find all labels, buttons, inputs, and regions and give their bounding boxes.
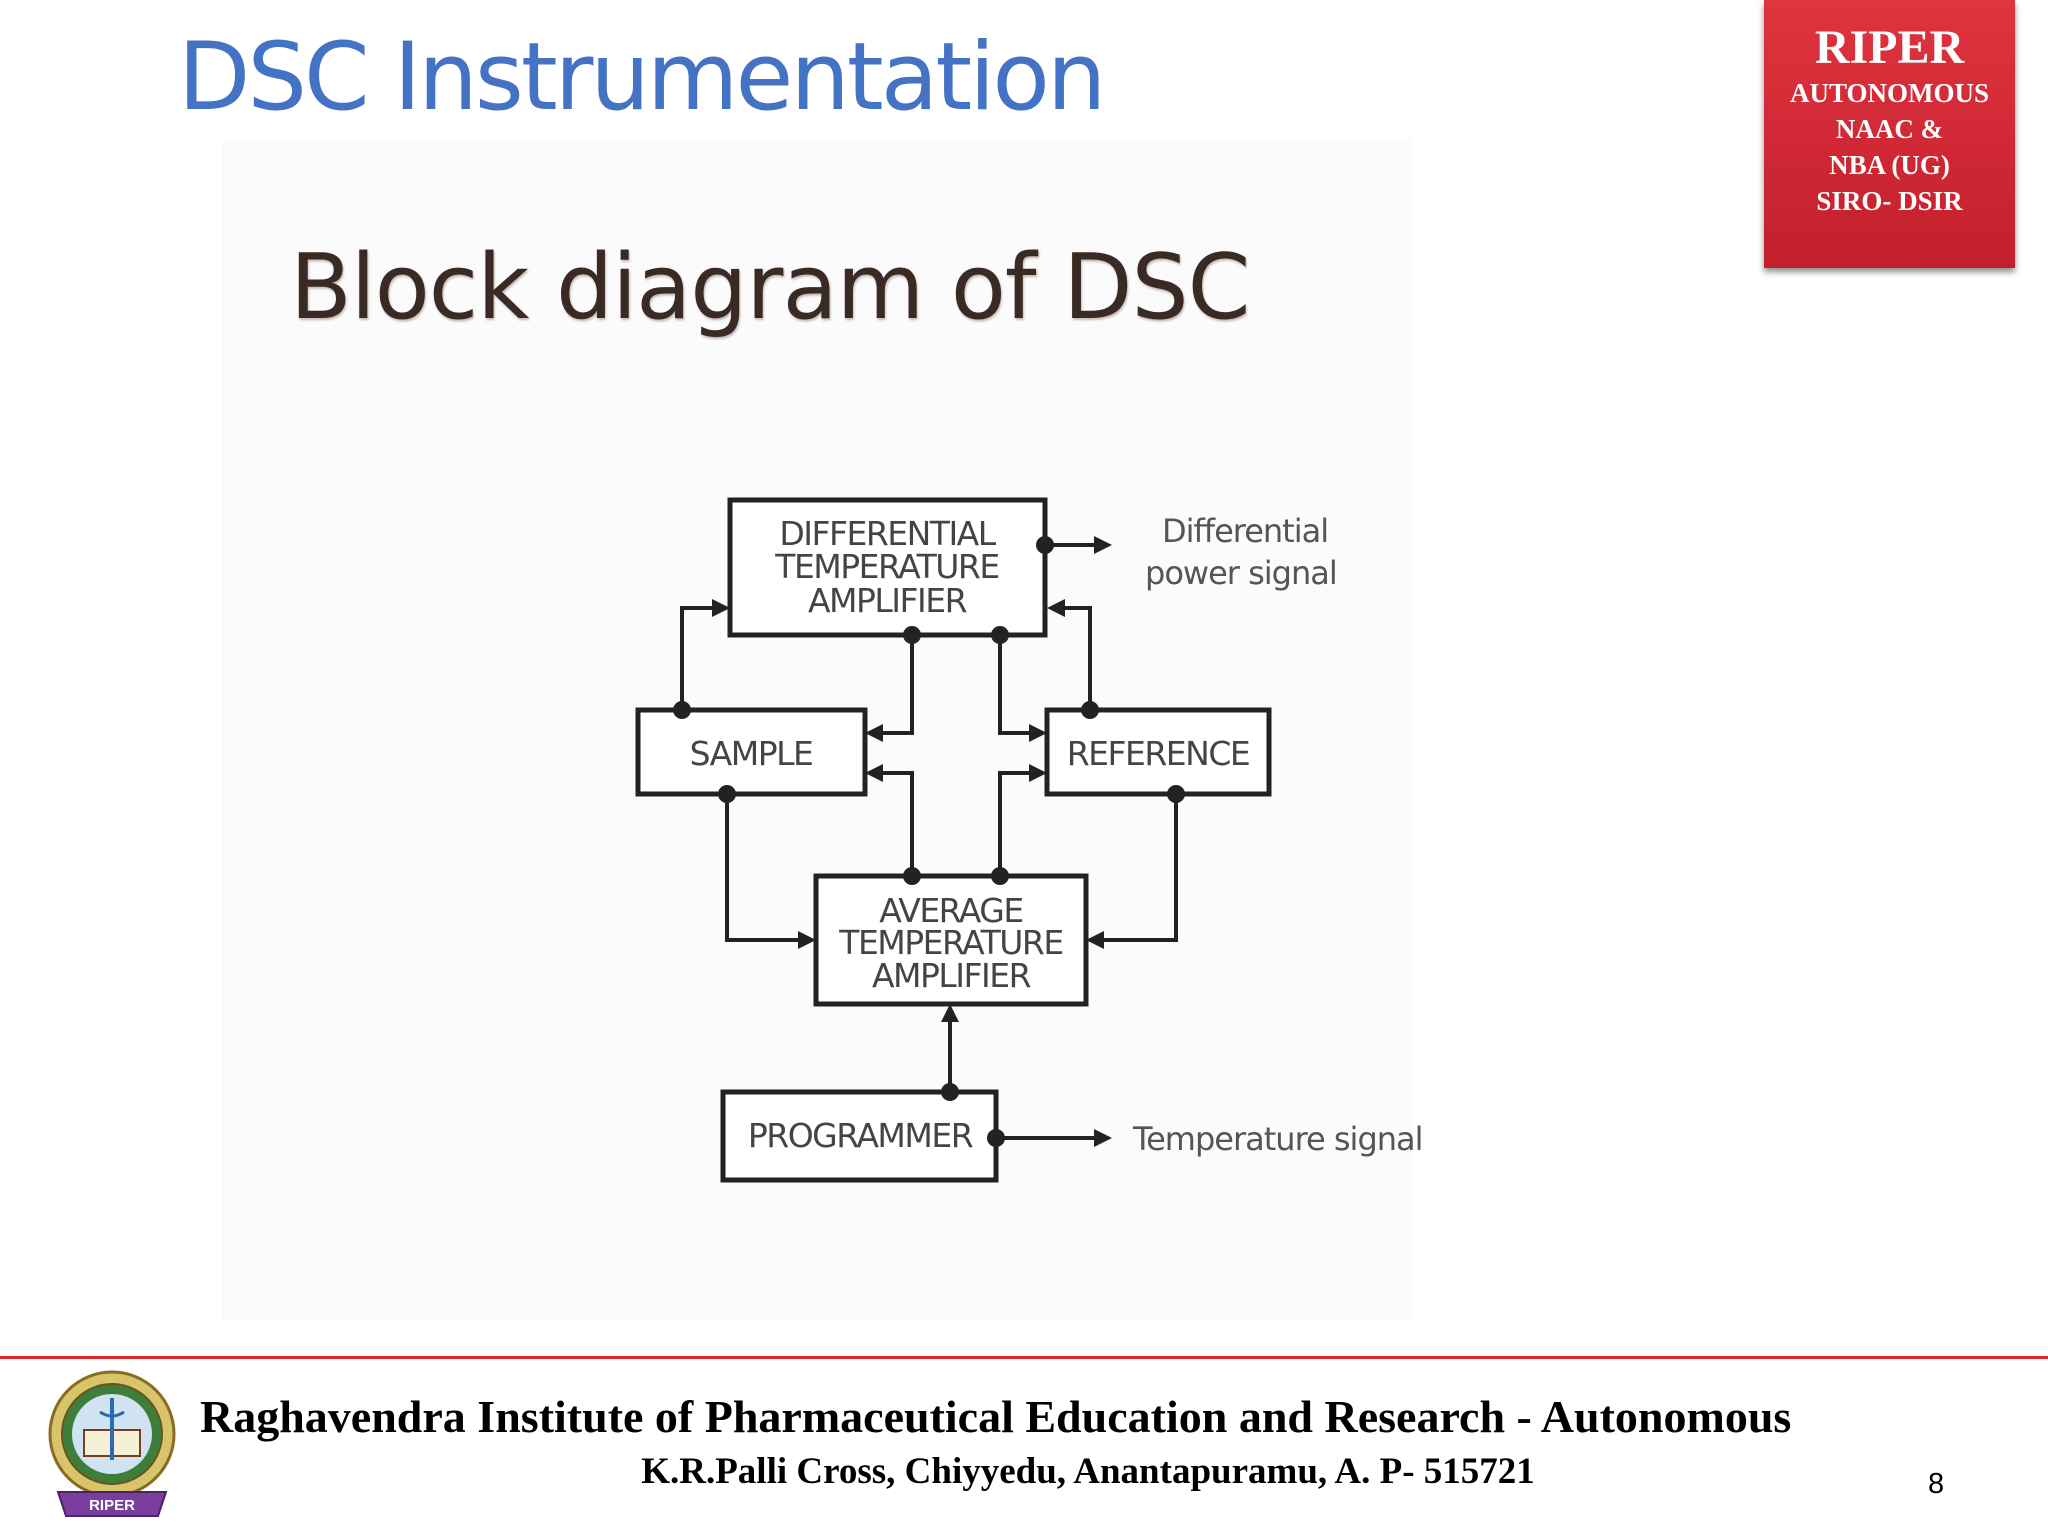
temperature-signal-label: Temperature signal (1132, 1120, 1423, 1158)
diff-amp-label-2: TEMPERATURE (774, 547, 998, 586)
badge-line-siro: SIRO- DSIR (1816, 185, 1963, 216)
badge-title: RIPER (1814, 21, 1965, 74)
avg-amp-label-1: AVERAGE (879, 891, 1022, 930)
avg-amp-label-2: TEMPERATURE (838, 923, 1062, 962)
slide-title: DSC Instrumentation (178, 23, 1106, 132)
diff-power-signal-label-2: power signal (1145, 554, 1337, 592)
block-sample (635, 707, 868, 797)
footer-address: K.R.Palli Cross, Chiyyedu, Anantapuramu,… (641, 1451, 1535, 1492)
badge-line-autonomous: AUTONOMOUS (1789, 77, 1990, 108)
connector-lines (680, 543, 1178, 1140)
footer-institution-name: Raghavendra Institute of Pharmaceutical … (200, 1391, 1792, 1442)
avg-amp-label-3: AMPLIFIER (872, 956, 1031, 995)
reference-label: REFERENCE (1067, 734, 1249, 773)
block-differential-amplifier (727, 497, 1048, 638)
diff-amp-label-1: DIFFERENTIAL (779, 514, 996, 553)
logo-ribbon-text: RIPER (89, 1497, 135, 1514)
block-programmer (720, 1089, 999, 1183)
junction-dots (673, 536, 1185, 1147)
badge-line-naac: NAAC & (1835, 113, 1944, 144)
block-average-amplifier (813, 873, 1089, 1007)
accreditation-badge: RIPER AUTONOMOUS NAAC & NBA (UG) SIRO- D… (1764, 0, 2015, 268)
sample-label: SAMPLE (690, 734, 813, 773)
institute-logo-icon: RIPER (48, 1370, 176, 1517)
diff-power-signal-label-1: Differential (1162, 512, 1328, 550)
arrowheads (712, 536, 1112, 1147)
diff-amp-label-3: AMPLIFIER (808, 581, 967, 620)
badge-line-nba: NBA (UG) (1829, 149, 1950, 180)
page-number: 8 (1928, 1468, 1945, 1500)
programmer-label: PROGRAMMER (748, 1116, 973, 1155)
footer-divider (0, 1356, 2048, 1359)
diagram-heading: Block diagram of DSC (290, 235, 1250, 340)
block-reference (1044, 707, 1272, 797)
